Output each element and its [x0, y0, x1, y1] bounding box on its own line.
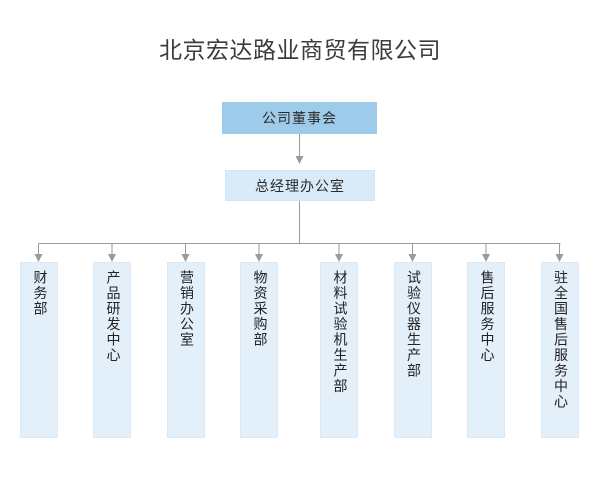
node-department-finance[interactable]: 财务部 [20, 262, 58, 438]
node-department-materials-procurement-label: 物资采购部 [251, 270, 268, 348]
node-department-test-instrument-production[interactable]: 试验仪器生产部 [393, 262, 432, 438]
node-department-product-rd-center-label: 产品研发中心 [104, 270, 121, 363]
node-department-material-testing-machine-production[interactable]: 材料试验机生产部 [320, 262, 358, 438]
page-title: 北京宏达路业商贸有限公司 [159, 38, 441, 64]
node-general-manager-office[interactable]: 总经理办公室 [225, 170, 375, 201]
node-board-of-directors[interactable]: 公司董事会 [222, 102, 377, 134]
node-department-material-testing-machine-production-label: 材料试验机生产部 [331, 270, 348, 394]
node-department-product-rd-center[interactable]: 产品研发中心 [93, 262, 131, 438]
node-department-after-sales-service-center-label: 售后服务中心 [478, 270, 495, 363]
node-department-materials-procurement[interactable]: 物资采购部 [240, 262, 278, 438]
node-department-finance-label: 财务部 [31, 270, 48, 317]
node-department-nationwide-after-sales-service-center-label: 驻全国售后服务中心 [552, 270, 568, 410]
node-department-marketing-office-label: 营销办公室 [178, 270, 194, 348]
node-department-nationwide-after-sales-service-center[interactable]: 驻全国售后服务中心 [540, 262, 579, 438]
node-department-marketing-office[interactable]: 营销办公室 [166, 262, 205, 438]
node-general-manager-office-label: 总经理办公室 [255, 178, 345, 195]
node-board-of-directors-label: 公司董事会 [262, 111, 337, 127]
node-department-test-instrument-production-label: 试验仪器生产部 [405, 270, 421, 379]
node-department-after-sales-service-center[interactable]: 售后服务中心 [467, 262, 505, 438]
